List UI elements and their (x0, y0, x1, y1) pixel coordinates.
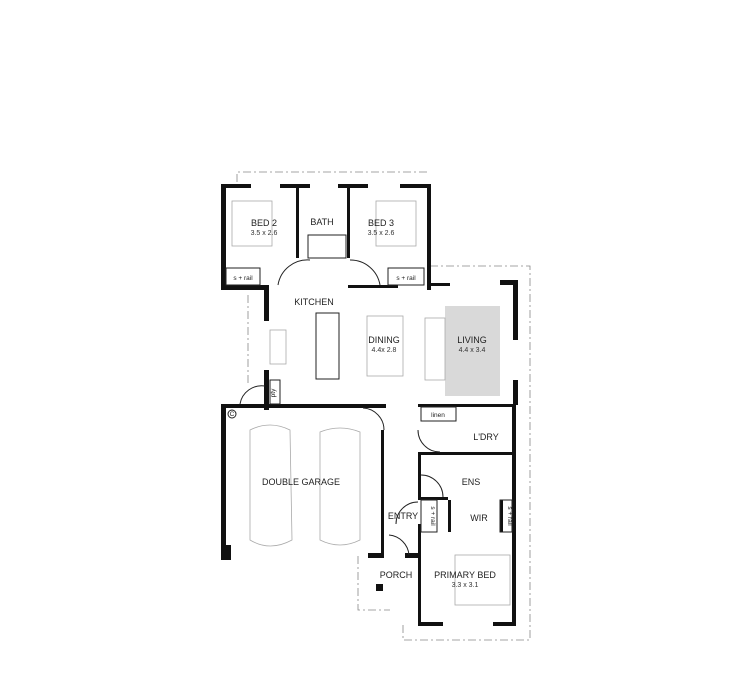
fixtures (225, 200, 513, 606)
laundry-label: L'DRY (473, 432, 499, 442)
garage-marker: C (230, 411, 235, 418)
living-label: LIVING (457, 335, 487, 345)
walls (221, 184, 518, 626)
ensuite-label: ENS (462, 477, 481, 487)
bed2-size: 3.5 x 2.6 (251, 230, 278, 237)
room-labels: BED 2 3.5 x 2.6 BATH BED 3 3.5 x 2.6 KIT… (227, 217, 513, 589)
primary-bed-size: 3.3 x 3.1 (452, 582, 479, 589)
linen-label: linen (431, 412, 445, 419)
bed2-label: BED 2 (251, 218, 277, 228)
primary-bed-label: PRIMARY BED (434, 570, 496, 580)
garage-marker-icon (227, 409, 237, 419)
living-rug (445, 306, 500, 396)
bed3-label: BED 3 (368, 218, 394, 228)
wir-robe-right-label: s + rail (506, 506, 513, 526)
bed3-robe-label: s + rail (396, 275, 416, 282)
wir-robe-left-label: s + rail (429, 506, 436, 526)
bed2-robe-label: s + rail (233, 275, 253, 282)
dining-size: 4.4x 2.8 (372, 347, 397, 354)
dining-label: DINING (368, 335, 400, 345)
pantry-label: pty (270, 388, 277, 397)
bed3-size: 3.5 x 2.6 (368, 230, 395, 237)
garage-label: DOUBLE GARAGE (262, 477, 340, 487)
porch-label: PORCH (380, 570, 413, 580)
kitchen-label: KITCHEN (294, 297, 334, 307)
bath-label: BATH (310, 217, 333, 227)
wir-label: WIR (470, 513, 488, 523)
entry-label: ENTRY (388, 511, 418, 521)
living-size: 4.4 x 3.4 (459, 347, 486, 354)
site-boundary (236, 171, 531, 641)
